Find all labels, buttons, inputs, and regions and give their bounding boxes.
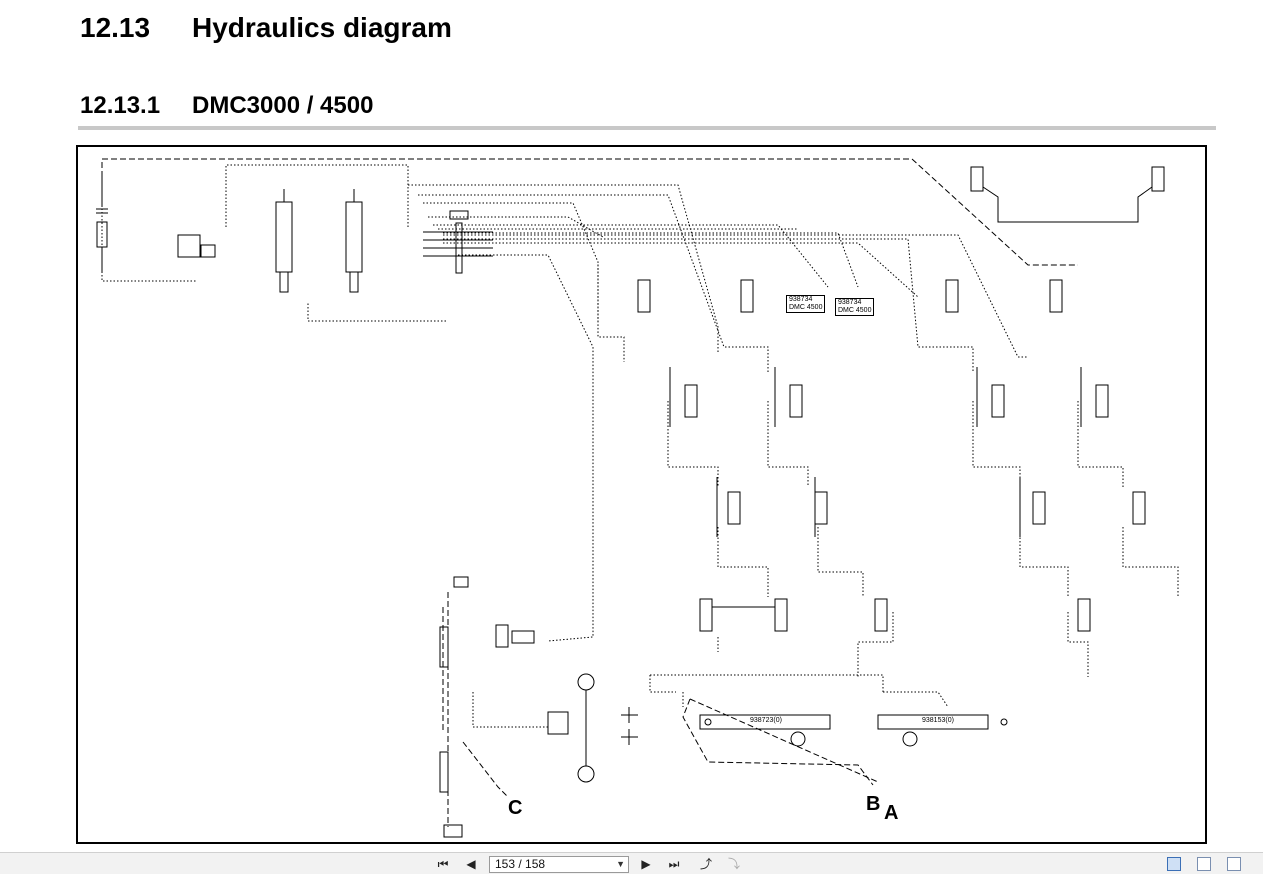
cylinder-label-b: 938723(0): [750, 717, 782, 724]
hydraulics-diagram: [96, 158, 1179, 838]
first-page-icon[interactable]: ⏮: [437, 857, 449, 871]
page-selector[interactable]: 153 / 158 ▼: [489, 856, 629, 873]
continuous-view-icon[interactable]: [1197, 857, 1211, 871]
left-cylinder-1: [275, 201, 293, 273]
heading-rule: [78, 126, 1216, 130]
outlet-valve-row-2: [669, 367, 1109, 427]
callout-c: C: [508, 797, 523, 819]
previous-page-icon[interactable]: ◀: [466, 857, 476, 871]
outlet-valve-row-1: [637, 279, 1063, 313]
cylinder-label-a: 938153(0): [922, 717, 954, 724]
section-title: Hydraulics diagram: [192, 12, 452, 43]
hydraulics-diagram-frame: 938734 DMC 4500 938734 DMC 4500 938723(0…: [76, 145, 1207, 844]
leader-a: [689, 698, 879, 783]
bottom-cylinder-b: [699, 714, 831, 730]
leader-c: [462, 741, 509, 798]
line-left-sensor: [101, 177, 196, 282]
callout-b: B: [866, 793, 881, 815]
main-dashed-line: [101, 158, 1078, 266]
accumulator-bottom: [577, 765, 595, 783]
bottom-cylinder-a: [877, 714, 989, 730]
right-top-valve-2: [1151, 166, 1165, 192]
part-label-1-model: DMC 4500: [789, 304, 823, 311]
outlet-valve-row-4: [699, 598, 1091, 632]
callout-a: A: [884, 802, 899, 824]
viewer-toolbar: ⏮ ◀ 153 / 158 ▼ ▶ ⏭ ⤴ ⤵: [0, 852, 1263, 874]
part-label-2-model: DMC 4500: [838, 307, 872, 314]
previous-view-icon[interactable]: ⤴: [699, 857, 712, 871]
subsection-number: 12.13.1: [80, 92, 161, 119]
part-label-2: 938734 DMC 4500: [835, 298, 875, 316]
page-indicator: 153 / 158: [495, 857, 546, 871]
part-label-1: 938734 DMC 4500: [786, 295, 826, 313]
last-page-icon[interactable]: ⏭: [668, 857, 680, 871]
section-heading: 12.13 Hydraulics diagram: [80, 12, 452, 44]
outlet-valve-row-3: [716, 477, 1146, 537]
part-label-1-code: 938734: [789, 296, 813, 303]
left-cylinder-2: [345, 201, 363, 273]
subsection-heading: 12.13.1 DMC3000 / 4500: [80, 92, 373, 120]
facing-view-icon[interactable]: [1227, 857, 1241, 871]
next-view-icon[interactable]: ⤵: [727, 857, 740, 871]
part-label-2-code: 938734: [838, 299, 862, 306]
accumulator-top: [577, 673, 595, 691]
single-page-view-icon[interactable]: [1167, 857, 1181, 871]
section-number: 12.13: [80, 12, 151, 43]
right-top-valve-1: [970, 166, 984, 192]
chevron-down-icon: ▼: [616, 859, 625, 869]
leader-b: [682, 698, 874, 786]
next-page-icon[interactable]: ▶: [641, 857, 651, 871]
subsection-title: DMC3000 / 4500: [192, 92, 374, 119]
